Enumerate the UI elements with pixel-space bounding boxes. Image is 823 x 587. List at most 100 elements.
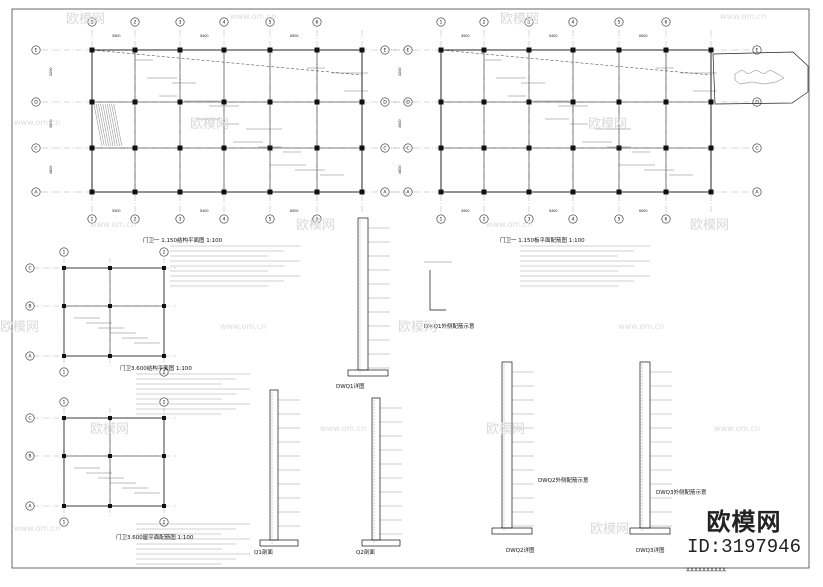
- column: [62, 354, 66, 358]
- axis-label: 4: [572, 217, 575, 223]
- axis-label: 3: [528, 217, 531, 223]
- axis-bubble: [175, 17, 185, 27]
- column: [438, 47, 444, 53]
- dimension-text: 3200: [49, 68, 53, 76]
- plan-1-title: 门卫一 1.150结构平面图 1:100: [143, 238, 223, 244]
- axis-bubble: [25, 451, 35, 461]
- detail-outline: [429, 270, 446, 311]
- axis-bubble: [479, 214, 489, 224]
- dimension-text: 5400: [549, 209, 557, 213]
- column: [108, 504, 112, 508]
- axis-label: 1: [440, 20, 443, 26]
- dimension-text: 5400: [200, 34, 208, 38]
- detail-small: [424, 261, 452, 311]
- axis-bubble: [25, 351, 35, 361]
- axis-label: E: [756, 48, 759, 54]
- column: [108, 266, 112, 270]
- column: [267, 145, 273, 151]
- axis-bubble: [159, 247, 169, 257]
- dimension-text: 3900: [112, 209, 120, 213]
- column: [314, 99, 320, 105]
- axis-bubble: [661, 214, 671, 224]
- column: [177, 145, 183, 151]
- axis-label: 1: [63, 370, 66, 376]
- axis-label: 2: [483, 217, 486, 223]
- axis-bubble: [59, 517, 69, 527]
- section-1-title: Q1剖面: [254, 550, 273, 556]
- axis-label: A: [406, 190, 410, 196]
- axis-label: 1: [440, 217, 443, 223]
- axis-bubble: [59, 247, 69, 257]
- column: [221, 99, 227, 105]
- axis-bubble: [31, 187, 41, 197]
- column: [162, 416, 166, 420]
- axis-bubble: [614, 17, 624, 27]
- axis-bubble: [130, 17, 140, 27]
- plan-outline: [440, 49, 712, 193]
- axis-label: 1: [63, 250, 66, 256]
- wall-sections-group: [259, 217, 672, 547]
- axis-label: C: [383, 146, 386, 152]
- axis-label: 2: [163, 520, 166, 526]
- axis-bubble: [31, 97, 41, 107]
- hatch-line: [100, 103, 109, 147]
- axis-bubble: [436, 17, 446, 27]
- column: [132, 47, 138, 53]
- dimension-text: 3900: [112, 34, 120, 38]
- column: [570, 47, 576, 53]
- axis-label: D: [34, 100, 38, 106]
- column: [132, 99, 138, 105]
- axis-label: 1: [63, 520, 66, 526]
- axis-bubble: [436, 214, 446, 224]
- axis-bubble: [614, 214, 624, 224]
- column: [526, 99, 532, 105]
- hatch-line: [96, 103, 105, 147]
- axis-bubble: [87, 17, 97, 27]
- column: [177, 99, 183, 105]
- wall-body: [501, 361, 513, 529]
- axis-bubble: [568, 214, 578, 224]
- wall-body: [269, 389, 279, 541]
- axis-label: 4: [223, 217, 226, 223]
- axis-bubble: [312, 214, 322, 224]
- axis-bubble: [130, 214, 140, 224]
- wall-2-title: DWQ2详图: [506, 548, 535, 554]
- axis-bubble: [380, 143, 390, 153]
- column: [62, 266, 66, 270]
- column: [526, 189, 532, 195]
- column: [108, 304, 112, 308]
- column: [359, 99, 365, 105]
- column: [526, 47, 532, 53]
- column: [89, 99, 95, 105]
- plan-outline: [91, 49, 363, 193]
- hatch-line: [102, 103, 111, 147]
- plan-outline: [63, 417, 165, 507]
- axis-label: D: [406, 100, 410, 106]
- detail-3-title: DWQ3外侧配筋示意: [656, 490, 707, 496]
- axis-label: B: [28, 454, 31, 460]
- column: [708, 189, 714, 195]
- axis-bubble: [752, 187, 762, 197]
- column: [481, 189, 487, 195]
- column: [708, 145, 714, 151]
- column: [438, 99, 444, 105]
- wall-footing: [491, 527, 533, 535]
- column: [267, 99, 273, 105]
- column: [62, 454, 66, 458]
- axis-bubble: [524, 17, 534, 27]
- wall-1-title: DWQ1详图: [336, 384, 365, 390]
- axis-bubble: [661, 17, 671, 27]
- axis-label: 1: [91, 217, 94, 223]
- plan-outline: [63, 267, 165, 357]
- slope-line: [440, 49, 712, 76]
- column: [108, 454, 112, 458]
- axis-label: 5: [618, 217, 621, 223]
- axis-label: A: [28, 504, 32, 510]
- wall-body: [357, 217, 369, 371]
- axis-label: D: [755, 100, 759, 106]
- dimension-text: 6900: [290, 34, 298, 38]
- column: [663, 145, 669, 151]
- axis-bubble: [219, 214, 229, 224]
